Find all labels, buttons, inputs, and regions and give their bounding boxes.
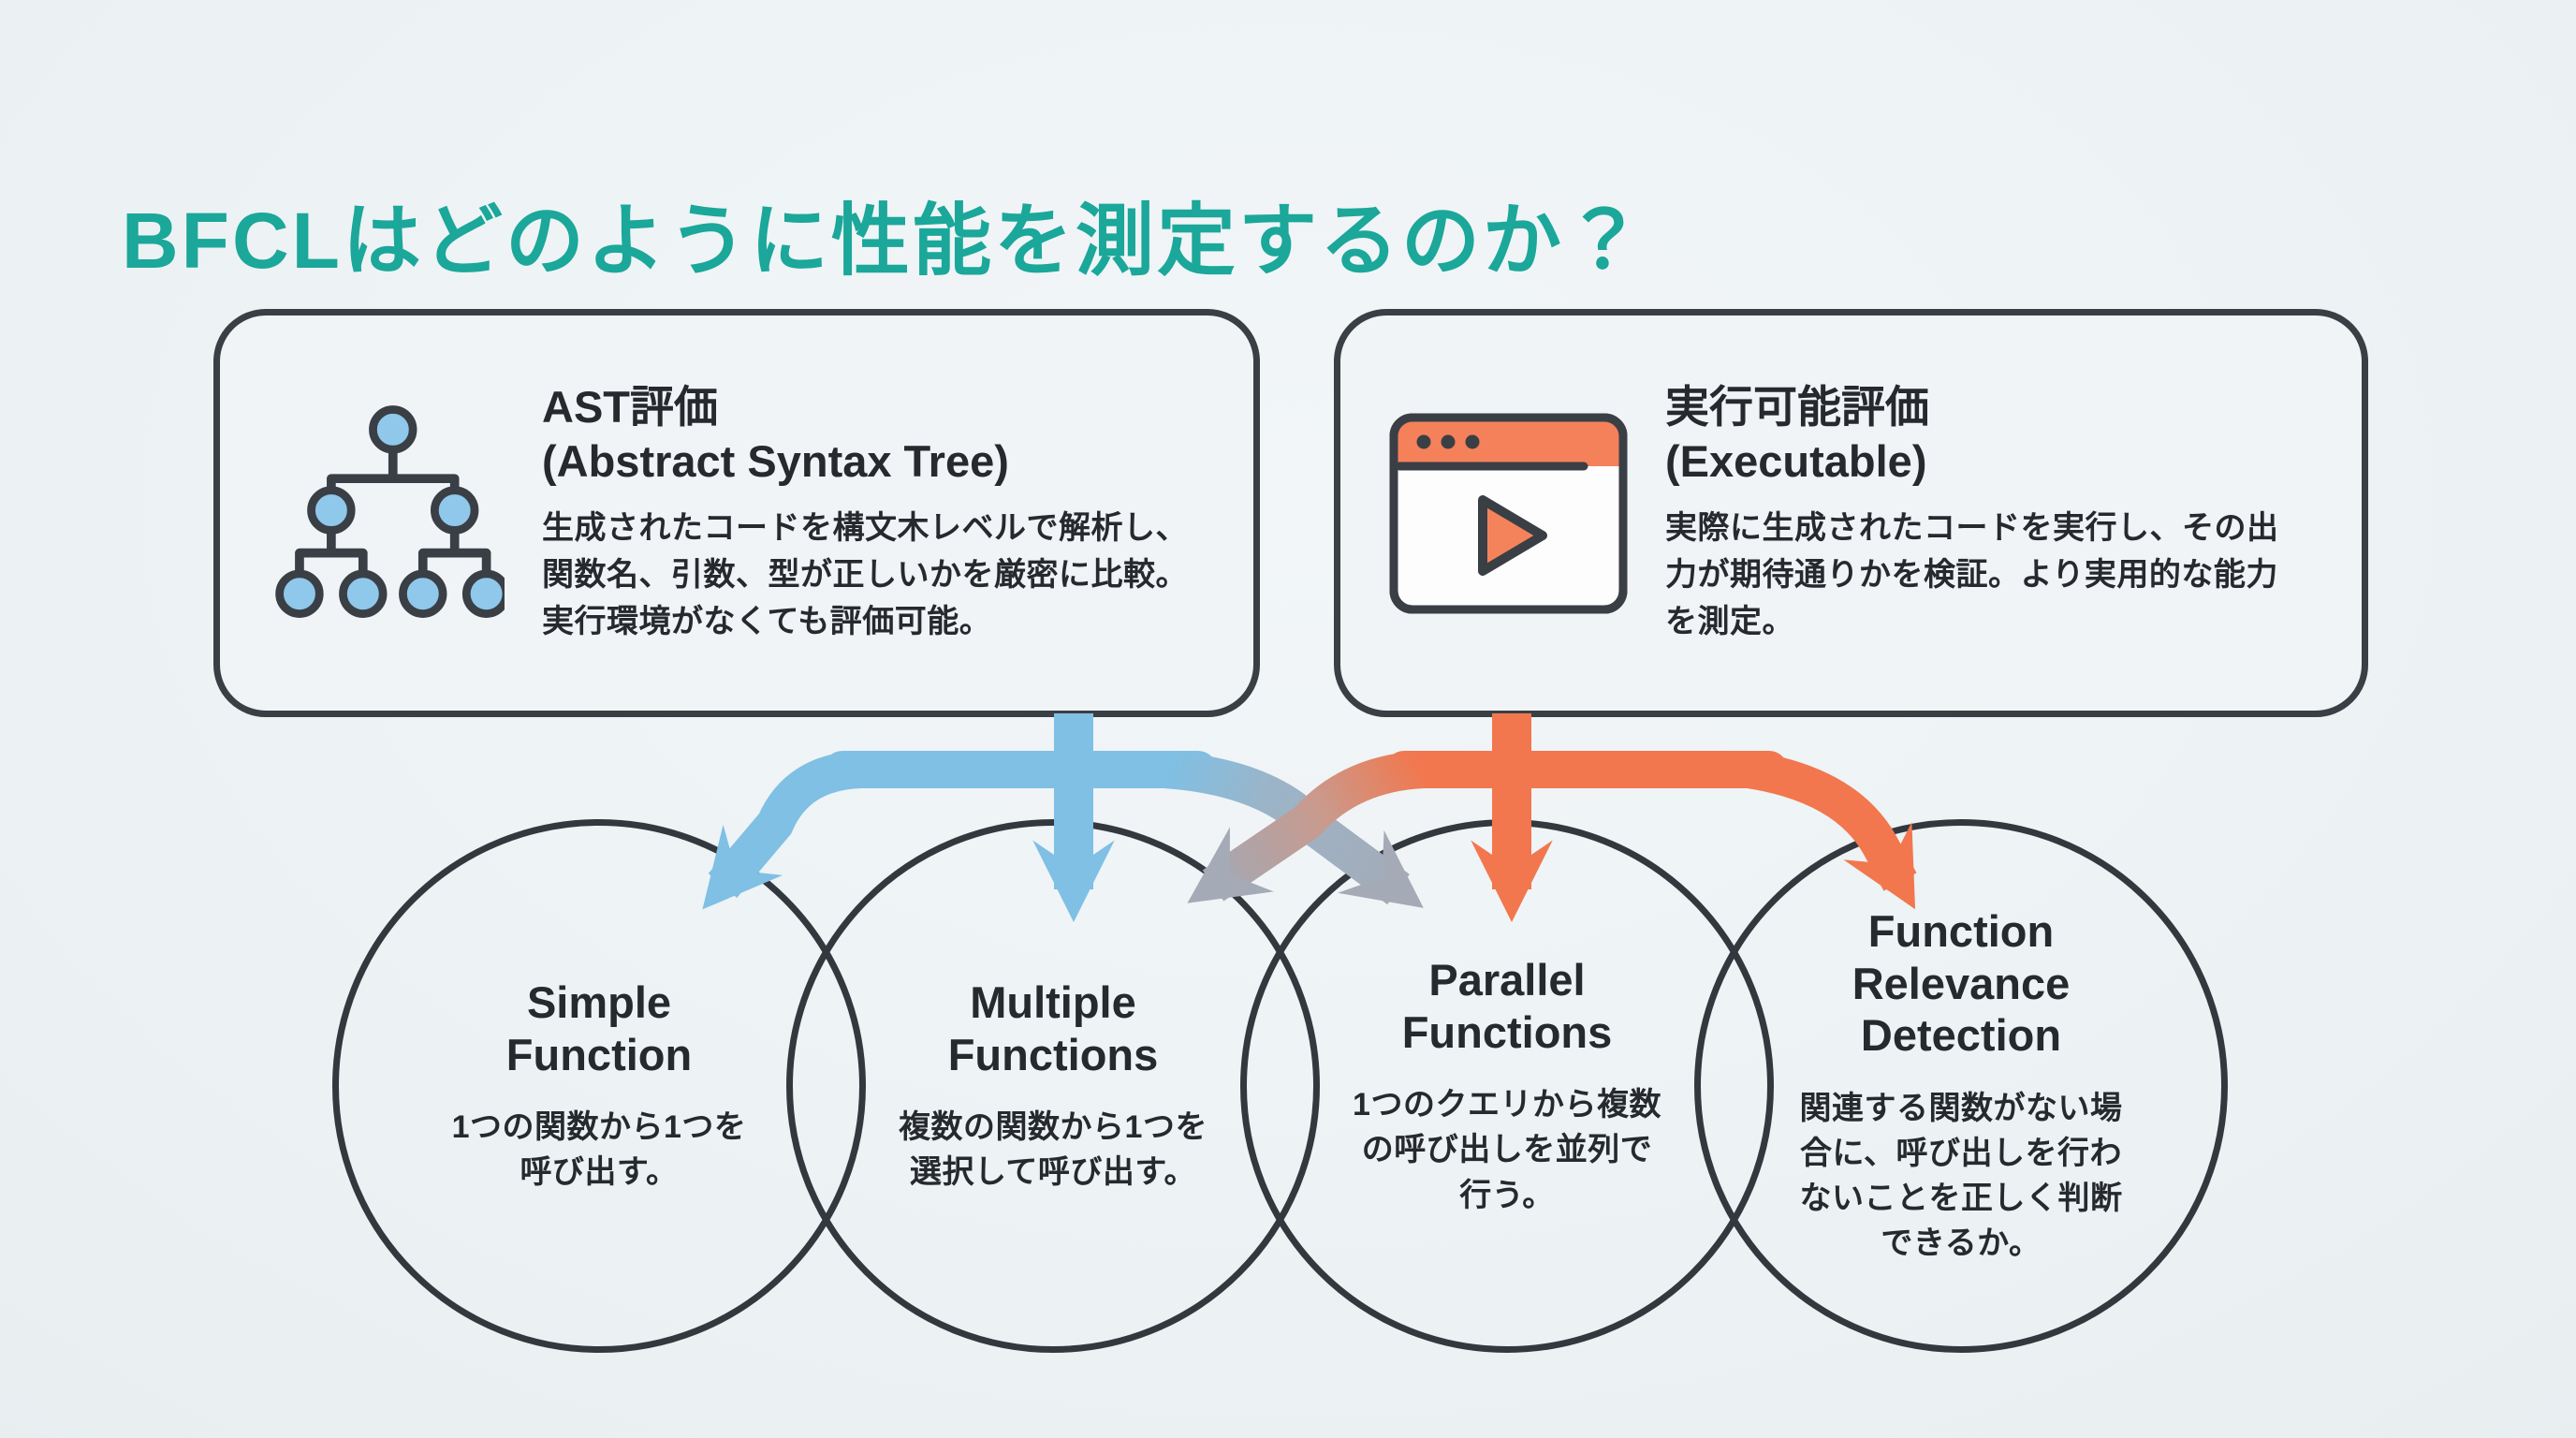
category-description: 複数の関数から1つを選択して呼び出す。 — [899, 1109, 1208, 1191]
ast-tree-icon — [269, 397, 505, 629]
executable-evaluation-card: 実行可能評価 (Executable) 実際に生成されたコードを実行し、その出力… — [1334, 309, 2368, 717]
category-title: Function Relevance Detection — [1852, 906, 2071, 1061]
category-title: Multiple Functions — [947, 977, 1159, 1079]
category-circle-multiple-functions: Multiple Functions 複数の関数から1つを選択して呼び出す。 — [786, 819, 1320, 1353]
category-description: 1つの関数から1つを呼び出す。 — [451, 1109, 747, 1191]
executable-card-description: 実際に生成されたコードを実行し、その出力が期待通りかを検証。より実用的な能力を測… — [1665, 509, 2279, 640]
ast-card-subheading: (Abstract Syntax Tree) — [542, 435, 1009, 486]
ast-card-heading: AST評価 — [542, 382, 718, 433]
page-title: BFCLはどのように性能を測定するのか？ — [122, 197, 1646, 286]
category-circle-function-relevance-detection: Function Relevance Detection 関連する関数がない場合… — [1694, 819, 2228, 1353]
category-circle-simple-function: Simple Function 1つの関数から1つを呼び出す。 — [332, 819, 866, 1353]
category-description: 1つのクエリから複数の呼び出しを並列で行う。 — [1353, 1087, 1661, 1213]
browser-play-icon — [1389, 413, 1628, 614]
ast-evaluation-card: AST評価 (Abstract Syntax Tree) 生成されたコードを構文… — [213, 309, 1260, 717]
ast-card-description: 生成されたコードを構文木レベルで解析し、関数名、引数、型が正しいかを厳密に比較。… — [542, 509, 1188, 640]
category-description: 関連する関数がない場合に、呼び出しを行わないことを正しく判断できるか。 — [1799, 1090, 2123, 1262]
executable-card-heading: 実行可能評価 — [1665, 382, 1929, 433]
category-title: Simple Function — [505, 977, 693, 1079]
category-title: Parallel Functions — [1401, 955, 1613, 1057]
executable-card-subheading: (Executable) — [1665, 435, 1927, 486]
